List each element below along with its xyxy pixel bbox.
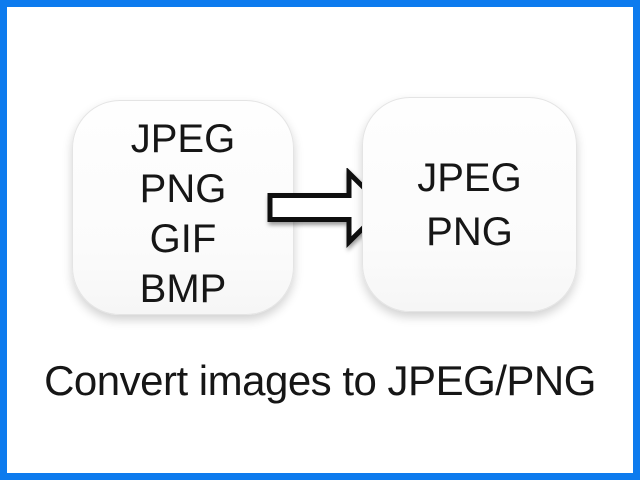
format-label: BMP	[139, 266, 227, 311]
format-label: PNG	[426, 209, 513, 254]
caption-text: Convert images to JPEG/PNG	[44, 357, 596, 404]
format-label: PNG	[139, 166, 227, 211]
format-label: GIF	[149, 216, 217, 261]
source-formats-card: JPEG PNG GIF BMP	[72, 100, 294, 315]
target-formats-card: JPEG PNG	[362, 97, 577, 312]
format-label: JPEG	[417, 155, 522, 200]
format-label: JPEG	[130, 116, 236, 161]
